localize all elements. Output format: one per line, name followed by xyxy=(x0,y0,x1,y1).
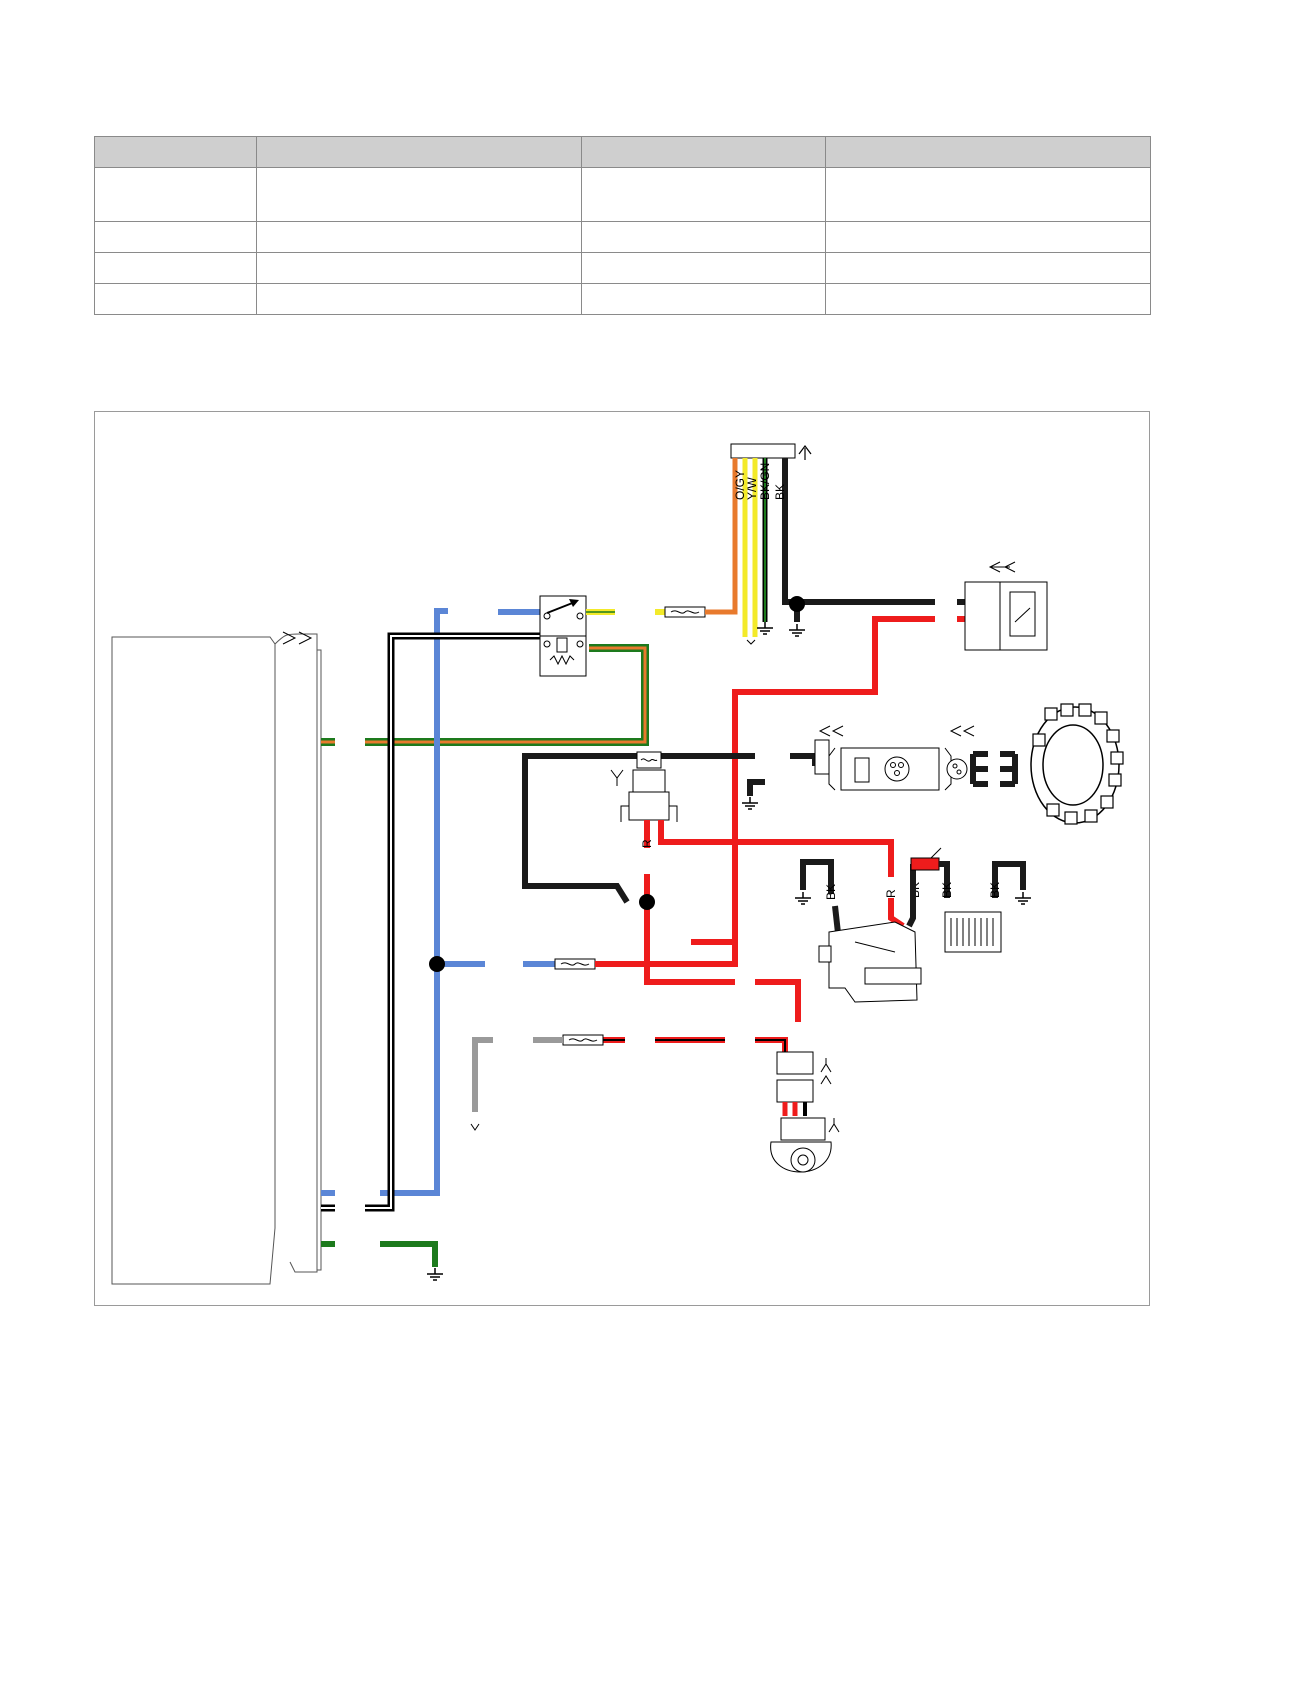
rectifier xyxy=(944,911,1002,953)
wire-label-bk: BK xyxy=(773,484,787,500)
wire-black-white xyxy=(321,632,540,1212)
starter-relay-device xyxy=(964,581,1048,651)
wiring-diagram: O/GY Y/W BK/GN BK xyxy=(111,443,1124,1285)
relay-center xyxy=(610,751,678,822)
fuse-icon xyxy=(562,1034,604,1046)
wire-orange-green xyxy=(321,644,649,746)
ground-icon xyxy=(794,891,812,905)
ground-icon xyxy=(788,623,806,637)
connector-arrow-icon xyxy=(818,725,975,737)
starter-wire-label: BK xyxy=(824,884,838,900)
starter-wire-label-r: R xyxy=(884,889,898,898)
wire-label-ogy: O/GY xyxy=(733,470,747,500)
ground-icon xyxy=(1014,891,1032,905)
wire-red-main xyxy=(691,616,965,945)
rectifier-wire-label: BK xyxy=(940,882,954,898)
junction-dot-icon xyxy=(429,956,445,972)
ground-icon xyxy=(741,796,759,810)
connector-arrow-icon xyxy=(282,631,313,645)
ground-icon xyxy=(756,621,774,635)
regulator-device xyxy=(814,739,952,791)
relay-wire-label: R xyxy=(640,839,654,848)
wire-red-from-fuse xyxy=(595,942,738,967)
table-row xyxy=(94,167,1151,222)
connector-arrow-icon xyxy=(820,1058,840,1133)
top-connector xyxy=(730,443,812,460)
stator-connector xyxy=(946,751,1018,787)
legend-header-1 xyxy=(94,136,257,168)
switch-relay xyxy=(539,595,587,677)
wire-black-loop xyxy=(522,753,818,904)
table-row xyxy=(94,283,1151,315)
wiring-diagram-frame: O/GY Y/W BK/GN BK xyxy=(94,411,1150,1306)
wire-gray xyxy=(472,1037,563,1112)
fuse-icon xyxy=(664,606,706,618)
legend-header-2 xyxy=(256,136,582,168)
fuse-icon xyxy=(554,958,596,970)
ignition-switch xyxy=(770,1051,832,1173)
connector-arrow-icon xyxy=(988,561,1016,573)
wire-label-bkgn: BK/GN xyxy=(758,463,772,500)
starter-motor xyxy=(818,921,922,1003)
wire-label-yw: Y/W xyxy=(745,477,759,500)
ground-wire-starter-left xyxy=(800,859,834,894)
ground-icon xyxy=(426,1267,444,1281)
junction-dot-icon xyxy=(639,894,655,910)
wire-green-ground xyxy=(321,1241,438,1267)
stator-ring xyxy=(1030,703,1124,825)
table-row xyxy=(94,221,1151,253)
junction-dot-icon xyxy=(789,596,805,612)
wire-red-black xyxy=(603,979,801,1052)
table-row xyxy=(94,252,1151,284)
legend-header-3 xyxy=(581,136,826,168)
rectifier-wires xyxy=(939,861,1026,898)
rectifier-wire-label-2: BK xyxy=(988,882,1002,898)
legend-header-4 xyxy=(825,136,1151,168)
instrument-cluster xyxy=(111,633,322,1285)
legend-table xyxy=(94,136,1151,315)
connector-wires xyxy=(705,458,875,637)
wire-blue xyxy=(321,608,555,1196)
